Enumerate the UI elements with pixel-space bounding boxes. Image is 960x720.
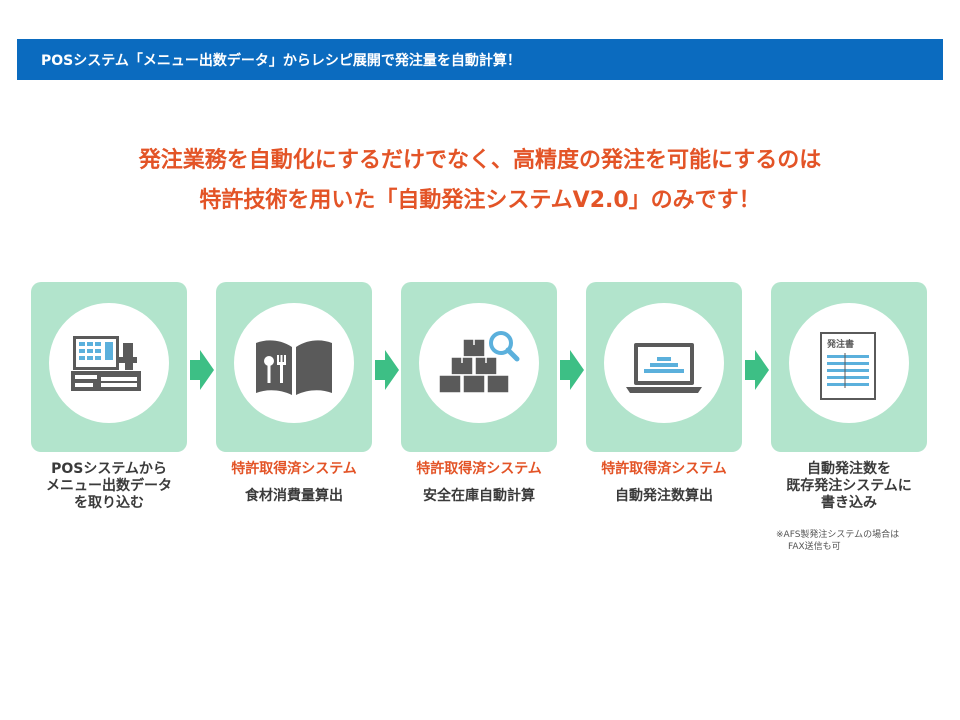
step-3-text: 安全在庫自動計算 [423,488,535,504]
flow-arrow-2 [375,350,399,390]
laptop-chart-icon [626,343,702,393]
headline-line-1: 発注業務を自動化にするだけでなく、高精度の発注を可能にするのは [138,148,822,173]
flow-arrow-1 [190,350,214,390]
step-card-3 [401,282,557,452]
step-icon-circle-5: 発注書 [789,303,909,423]
step-1-text-3: を取り込む [74,495,144,511]
step-card-5: 発注書 [771,282,927,452]
step-4-patent-label: 特許取得済システム [601,461,727,477]
step-2-patent-label: 特許取得済システム [231,461,357,477]
step-5-text-1: 自動発注数を [807,461,891,477]
flow-arrow-3 [560,350,584,390]
step-1-text-1: POSシステムから [51,461,167,477]
step-caption-5: 自動発注数を 既存発注システムに 書き込み [771,461,927,512]
step-5-text-3: 書き込み [821,495,877,511]
step-icon-circle-4 [604,303,724,423]
step-1-text-2: メニュー出数データ [46,478,172,494]
step-2-text: 食材消費量算出 [245,488,343,504]
step-card-1 [31,282,187,452]
step-5-text-2: 既存発注システムに [786,478,912,494]
banner-title: POSシステム「メニュー出数データ」からレシピ展開で発注量を自動計算！ [41,53,521,69]
step-icon-circle-1 [49,303,169,423]
footnote: ※AFS製発注システムの場合は FAX送信も可 [776,529,936,553]
step-4-text: 自動発注数算出 [615,488,713,504]
step-caption-3: 特許取得済システム 安全在庫自動計算 [401,461,557,505]
step-card-4 [586,282,742,452]
pos-register-icon [71,336,141,391]
step-caption-1: POSシステムから メニュー出数データ を取り込む [31,461,187,512]
step-icon-circle-3 [419,303,539,423]
step-3-patent-label: 特許取得済システム [416,461,542,477]
step-caption-4: 特許取得済システム 自動発注数算出 [586,461,742,505]
footnote-line-1: ※AFS製発注システムの場合は [776,530,900,540]
footnote-line-2: FAX送信も可 [788,542,841,552]
flow-arrow-4 [745,350,769,390]
step-card-2 [216,282,372,452]
step-icon-circle-2 [234,303,354,423]
order-sheet-title: 発注書 [826,338,854,350]
inventory-boxes-icon [438,331,520,394]
recipe-book-icon [256,340,332,395]
header-banner: POSシステム「メニュー出数データ」からレシピ展開で発注量を自動計算！ [17,39,943,80]
headline-line-2: 特許技術を用いた「自動発注システムV2.0」のみです！ [199,188,761,213]
step-caption-2: 特許取得済システム 食材消費量算出 [216,461,372,505]
order-sheet-icon: 発注書 [820,332,876,400]
